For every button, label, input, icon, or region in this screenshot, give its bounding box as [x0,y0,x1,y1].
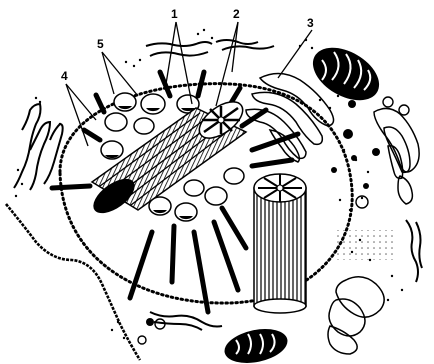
mitochondrion-top [304,37,388,111]
centriole-vertical [254,174,306,313]
label-2: 2 [233,7,240,21]
label-3: 3 [307,16,314,30]
cytoplasm-texture [336,230,396,260]
label-1: 1 [171,7,178,21]
label-5: 5 [97,37,104,51]
mitochondrion-bottom [221,324,290,364]
label-4: 4 [61,69,68,83]
